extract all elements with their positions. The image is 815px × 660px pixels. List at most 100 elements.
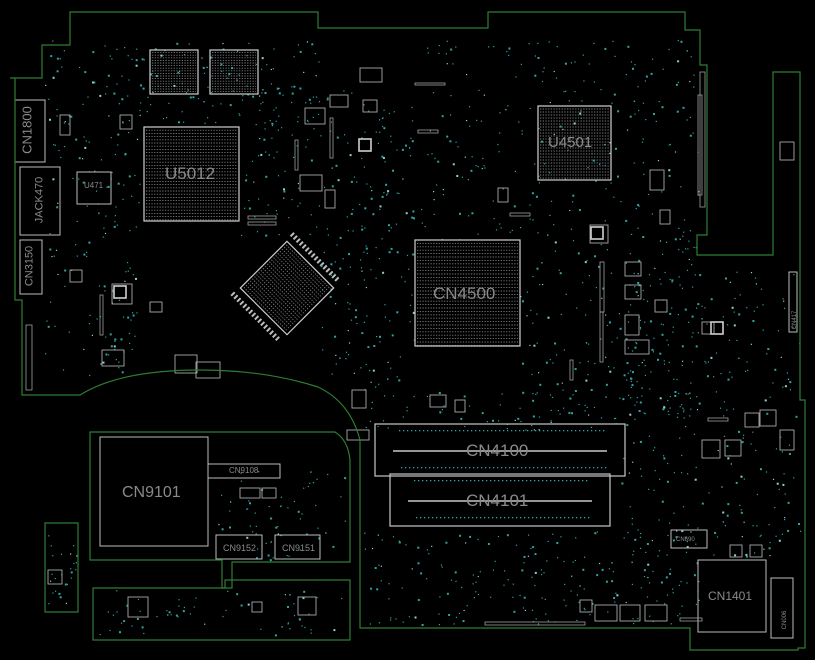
label-cn1800: CN1800 bbox=[19, 106, 35, 154]
board-main-outline bbox=[10, 11, 806, 651]
smd-part-20 bbox=[351, 389, 367, 409]
label-cn9108: CN9108 bbox=[229, 466, 259, 475]
board-lower-left-outline bbox=[89, 431, 351, 589]
smd-part-18 bbox=[59, 114, 71, 136]
label-cn4101: CN4101 bbox=[466, 491, 529, 510]
memory-chip-2 bbox=[209, 49, 259, 95]
trace-6 bbox=[599, 311, 604, 363]
trace-4 bbox=[509, 212, 531, 217]
connector-cn3150 bbox=[19, 239, 43, 295]
trace-2 bbox=[697, 94, 703, 196]
trace-17 bbox=[247, 221, 277, 226]
smd-part-44 bbox=[111, 283, 133, 305]
chip-u471 bbox=[76, 171, 112, 205]
connector-cn006 bbox=[770, 577, 794, 639]
label-cn9101: CN9101 bbox=[122, 484, 181, 501]
trace-14 bbox=[569, 359, 574, 381]
smd-part-31 bbox=[47, 569, 63, 585]
memory-chip-2-grid bbox=[212, 52, 256, 93]
board-bottom-bridge-outline bbox=[92, 579, 351, 641]
smd-part-30 bbox=[659, 209, 671, 225]
connector-jack470 bbox=[19, 166, 61, 236]
label-cn4100: CN4100 bbox=[466, 441, 529, 460]
trace-8 bbox=[329, 117, 334, 159]
connector-cn1401 bbox=[697, 559, 767, 633]
dimm-slot-cn4100-pins bbox=[399, 430, 607, 469]
smd-part-4 bbox=[362, 99, 378, 113]
smd-part-37 bbox=[644, 604, 668, 622]
trace-1 bbox=[699, 71, 706, 208]
memory-chip-1 bbox=[149, 49, 199, 95]
label-cn006: CN006 bbox=[782, 610, 788, 630]
qfn-chip-1 bbox=[113, 285, 127, 299]
smd-part-5 bbox=[299, 174, 323, 192]
bga-cn4500 bbox=[414, 239, 521, 347]
trace-7 bbox=[414, 82, 446, 86]
smd-part-43 bbox=[149, 301, 163, 313]
smd-part-6 bbox=[324, 189, 336, 209]
qfn-chip-2 bbox=[590, 226, 604, 240]
dimm-slot-cn4100 bbox=[374, 423, 626, 477]
smd-part-32 bbox=[127, 596, 149, 618]
smd-part-27 bbox=[701, 439, 721, 459]
qfn-chip-4 bbox=[358, 138, 372, 152]
connector-cn9152 bbox=[215, 534, 263, 560]
label-cn9152: CN9152 bbox=[223, 543, 257, 553]
smd-part-10 bbox=[624, 261, 642, 277]
smd-part-39 bbox=[749, 544, 763, 558]
connector-cn690 bbox=[670, 529, 708, 549]
smd-part-38 bbox=[729, 544, 743, 558]
label-jack470: JACK470 bbox=[33, 176, 46, 224]
label-u471: U471 bbox=[84, 181, 104, 190]
board-small-tab-outline bbox=[44, 522, 79, 613]
smd-part-15 bbox=[174, 354, 198, 374]
smd-part-1 bbox=[359, 67, 383, 83]
qfn-chip-3 bbox=[710, 321, 724, 335]
smd-part-45 bbox=[346, 429, 370, 441]
trace-3 bbox=[417, 129, 439, 134]
smd-part-26 bbox=[779, 429, 795, 451]
smd-part-33 bbox=[297, 596, 317, 616]
trace-11 bbox=[99, 294, 104, 336]
smd-part-14 bbox=[654, 299, 668, 313]
dimm-slot-cn4101-pins bbox=[414, 480, 590, 519]
smd-part-22 bbox=[454, 399, 466, 413]
smd-part-41 bbox=[261, 487, 277, 499]
smd-part-28 bbox=[724, 439, 742, 457]
smd-part-36 bbox=[619, 604, 641, 622]
smd-part-7 bbox=[497, 187, 509, 203]
smd-part-17 bbox=[101, 349, 125, 367]
smd-part-35 bbox=[594, 604, 618, 622]
smd-part-11 bbox=[624, 284, 642, 300]
smd-part-9 bbox=[649, 169, 665, 191]
bga-cn4500-grid bbox=[417, 242, 518, 346]
bga-u4501 bbox=[537, 105, 612, 181]
smd-part-46 bbox=[579, 599, 593, 613]
trace-10 bbox=[25, 324, 33, 391]
smd-part-23 bbox=[701, 321, 715, 335]
smd-part-8 bbox=[589, 224, 609, 244]
connector-cn417 bbox=[788, 271, 798, 333]
smd-part-25 bbox=[759, 409, 777, 427]
bga-u4501-grid bbox=[540, 108, 609, 179]
trace-9 bbox=[294, 139, 299, 171]
connector-cn9108 bbox=[207, 463, 281, 479]
smd-part-12 bbox=[624, 314, 640, 336]
label-u4501: U4501 bbox=[548, 134, 593, 151]
trace-12 bbox=[484, 621, 586, 626]
label-cn9151: CN9151 bbox=[282, 543, 316, 553]
bga-rotated bbox=[230, 232, 340, 342]
smd-part-34 bbox=[251, 601, 263, 613]
trace-15 bbox=[707, 417, 729, 422]
smd-part-40 bbox=[239, 487, 261, 499]
label-cn4500: CN4500 bbox=[433, 284, 496, 303]
smd-part-2 bbox=[329, 94, 349, 108]
bga-u5012-grid bbox=[146, 129, 237, 221]
smd-part-13 bbox=[624, 339, 650, 355]
smd-part-21 bbox=[429, 394, 447, 408]
trace-5 bbox=[599, 261, 605, 313]
trace-16 bbox=[247, 215, 277, 220]
trace-13 bbox=[679, 617, 703, 622]
